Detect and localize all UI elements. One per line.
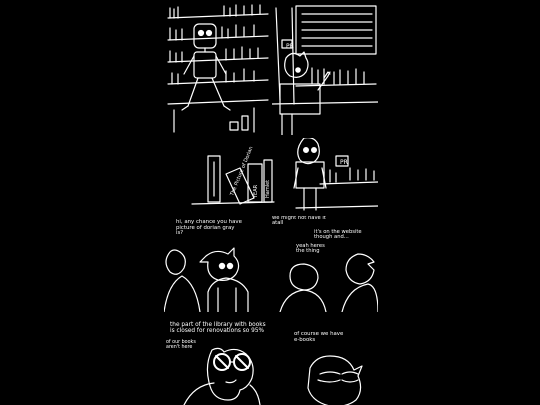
panel-6-renovations: the part of the library with books is cl… xyxy=(164,316,288,405)
renovations-drawing xyxy=(183,347,261,405)
library-aisle-drawing xyxy=(167,4,269,133)
book-shelf-drawing: PR The Picture of Dorian YEAR Hamlet xyxy=(191,138,378,211)
speech-bubble-2: it's on the website though and... xyxy=(314,229,362,241)
comic-strip: PR xyxy=(164,0,378,405)
speech-bubble-books: of our books aren't here xyxy=(166,340,196,351)
panel-5-reply: we might not have it atall it's on the w… xyxy=(272,216,378,312)
panel-2-shelf-reach: PR xyxy=(272,0,378,135)
character-walking xyxy=(181,23,231,111)
shelf-sign-pr-2: PR xyxy=(340,159,348,166)
speech-bubble-1: we might not have it atall xyxy=(272,216,326,227)
character-front xyxy=(293,138,327,211)
asking-drawing xyxy=(164,247,249,312)
book-spine-2: YEAR xyxy=(253,184,259,199)
shelf-sign-pr: PR xyxy=(286,43,294,50)
reply-drawing xyxy=(279,253,378,312)
panel-3-book-shelf: PR The Picture of Dorian YEAR Hamlet xyxy=(164,138,378,214)
speech-bubble-ebooks: of course we have e-books xyxy=(294,331,344,343)
ebooks-drawing xyxy=(307,355,363,405)
book-spine-3: Hamlet xyxy=(265,180,271,198)
speech-bubble-3: yeah heres the thing xyxy=(296,243,325,255)
panel-7-ebooks: of course we have e-books xyxy=(290,316,378,405)
panel-4-asking: hi, any chance you have picture of doria… xyxy=(164,216,270,312)
character-reaching xyxy=(279,51,331,135)
speech-bubble-renovations: the part of the library with books is cl… xyxy=(170,322,266,335)
speech-bubble-question: hi, any chance you have picture of doria… xyxy=(176,219,242,237)
shelf-reach-drawing: PR xyxy=(272,5,378,135)
panel-1-library-aisle xyxy=(164,0,270,135)
